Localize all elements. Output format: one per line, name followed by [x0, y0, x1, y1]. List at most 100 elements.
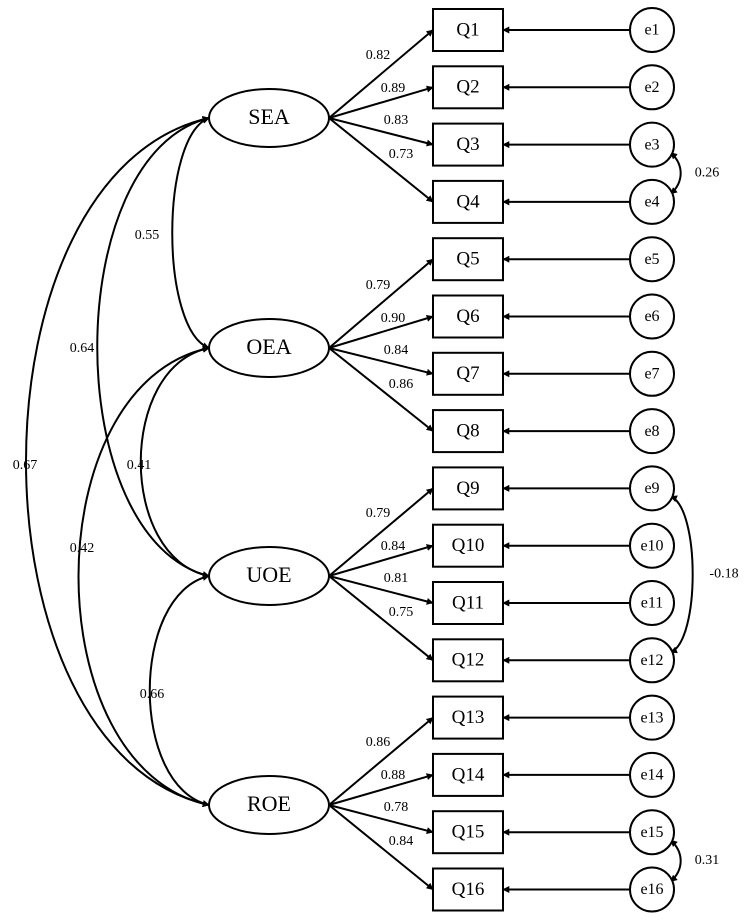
loading-coefficient-label: 0.82	[366, 48, 391, 63]
item-label: Q4	[456, 191, 480, 212]
error-circle	[629, 7, 675, 53]
observed-item-q3[interactable]: Q3	[432, 122, 504, 167]
error-circle	[629, 121, 675, 168]
observed-item-q5[interactable]: Q5	[432, 237, 504, 282]
item-label: Q13	[452, 707, 485, 728]
item-label: Q2	[456, 77, 479, 98]
loading-coefficient-label: 0.79	[366, 506, 391, 521]
error-term-e1[interactable]: e1	[629, 7, 675, 53]
item-box	[432, 466, 504, 511]
loading-arrow-roe-q15	[328, 804, 434, 834]
error-label: e2	[644, 79, 659, 96]
error-term-e14[interactable]: e14	[629, 751, 675, 798]
error-circle	[629, 694, 675, 741]
node-layer: SEA OEA UOE ROE Q1Q2Q3Q4Q5Q6Q7Q8Q9Q10Q11Q12Q…	[208, 7, 675, 913]
loading-coefficient-label: 0.84	[381, 539, 406, 554]
loading-arrow-uoe-q9	[328, 487, 434, 577]
error-term-e16[interactable]: e16	[629, 866, 675, 913]
latent-factor-uoe[interactable]: UOE	[208, 546, 330, 606]
error-label: e12	[640, 652, 663, 669]
latent-factor-sea[interactable]: SEA	[208, 88, 330, 148]
error-term-e8[interactable]: e8	[629, 408, 675, 455]
error-term-e15[interactable]: e15	[629, 809, 675, 856]
error-term-e7[interactable]: e7	[629, 350, 675, 397]
item-box	[432, 179, 504, 224]
error-circle	[629, 465, 675, 512]
latent-factor-oea[interactable]: OEA	[208, 318, 330, 378]
error-term-e4[interactable]: e4	[629, 178, 675, 225]
item-box	[432, 695, 504, 740]
item-box	[432, 810, 504, 855]
error-circle	[629, 809, 675, 856]
loading-coefficient-label: 0.88	[381, 768, 406, 783]
item-label: Q16	[452, 879, 485, 900]
error-term-e5[interactable]: e5	[629, 236, 675, 283]
observed-item-q11[interactable]: Q11	[432, 581, 504, 625]
error-term-e2[interactable]: e2	[629, 64, 675, 111]
item-box	[432, 752, 504, 797]
error-term-e9[interactable]: e9	[629, 465, 675, 512]
item-box	[432, 65, 504, 110]
loading-arrow-uoe-q10	[328, 544, 434, 577]
error-term-e13[interactable]: e13	[629, 694, 675, 741]
observed-item-q12[interactable]: Q12	[432, 638, 504, 683]
error-label: e9	[644, 480, 659, 497]
correlation-arrow-sea-uoe	[96, 116, 210, 578]
latent-ellipse	[208, 318, 330, 378]
item-label: Q3	[456, 134, 479, 155]
observed-item-q6[interactable]: Q6	[432, 294, 504, 339]
item-box	[432, 638, 504, 683]
error-term-e3[interactable]: e3	[629, 121, 675, 168]
error-circle	[629, 751, 675, 798]
error-label: e10	[640, 537, 663, 554]
error-label: e16	[640, 881, 663, 898]
loading-arrow-oea-q6	[328, 314, 434, 349]
item-box	[432, 122, 504, 167]
item-label: Q1	[456, 19, 479, 40]
loading-arrow-uoe-q11	[328, 575, 434, 605]
correlation-arrow-sea-roe	[25, 115, 210, 808]
latent-ellipse	[208, 775, 330, 835]
correlation-arrow-sea-oea	[171, 116, 210, 350]
latent-factor-label: ROE	[247, 791, 291, 816]
loading-arrow-sea-q2	[328, 85, 434, 119]
error-term-e11[interactable]: e11	[629, 580, 675, 626]
item-box	[432, 409, 504, 454]
item-label: Q10	[452, 535, 485, 556]
loading-arrow-sea-q1	[328, 29, 434, 119]
error-covariance-label: 0.26	[695, 165, 720, 180]
latent-factor-label: UOE	[246, 562, 291, 587]
loading-coefficient-label: 0.90	[381, 311, 406, 326]
loading-arrow-roe-q16	[328, 804, 434, 891]
error-term-e6[interactable]: e6	[629, 293, 675, 340]
loading-coefficient-label: 0.79	[366, 278, 391, 293]
observed-item-q14[interactable]: Q14	[432, 752, 504, 797]
error-circle	[629, 350, 675, 397]
observed-item-q8[interactable]: Q8	[432, 409, 504, 454]
error-term-e12[interactable]: e12	[629, 637, 675, 684]
observed-item-q9[interactable]: Q9	[432, 466, 504, 511]
observed-item-q1[interactable]: Q1	[432, 8, 504, 52]
observed-item-q15[interactable]: Q15	[432, 810, 504, 855]
observed-item-q10[interactable]: Q10	[432, 523, 504, 568]
latent-factor-roe[interactable]: ROE	[208, 775, 330, 835]
loading-arrow-sea-q3	[328, 117, 434, 147]
item-box	[432, 523, 504, 568]
observed-item-q7[interactable]: Q7	[432, 351, 504, 396]
error-label: e4	[644, 194, 659, 211]
latent-factor-label: SEA	[248, 104, 290, 129]
error-term-e10[interactable]: e10	[629, 522, 675, 569]
observed-item-q13[interactable]: Q13	[432, 695, 504, 740]
loading-arrow-roe-q14	[328, 773, 434, 806]
item-box	[432, 867, 504, 912]
loading-coefficient-label: 0.73	[389, 147, 414, 162]
observed-item-q16[interactable]: Q16	[432, 867, 504, 912]
latent-ellipse	[208, 88, 330, 148]
observed-item-q4[interactable]: Q4	[432, 179, 504, 224]
correlation-coefficient-label: 0.42	[70, 541, 95, 556]
item-label: Q11	[452, 592, 484, 613]
item-box	[432, 8, 504, 52]
observed-item-q2[interactable]: Q2	[432, 65, 504, 110]
